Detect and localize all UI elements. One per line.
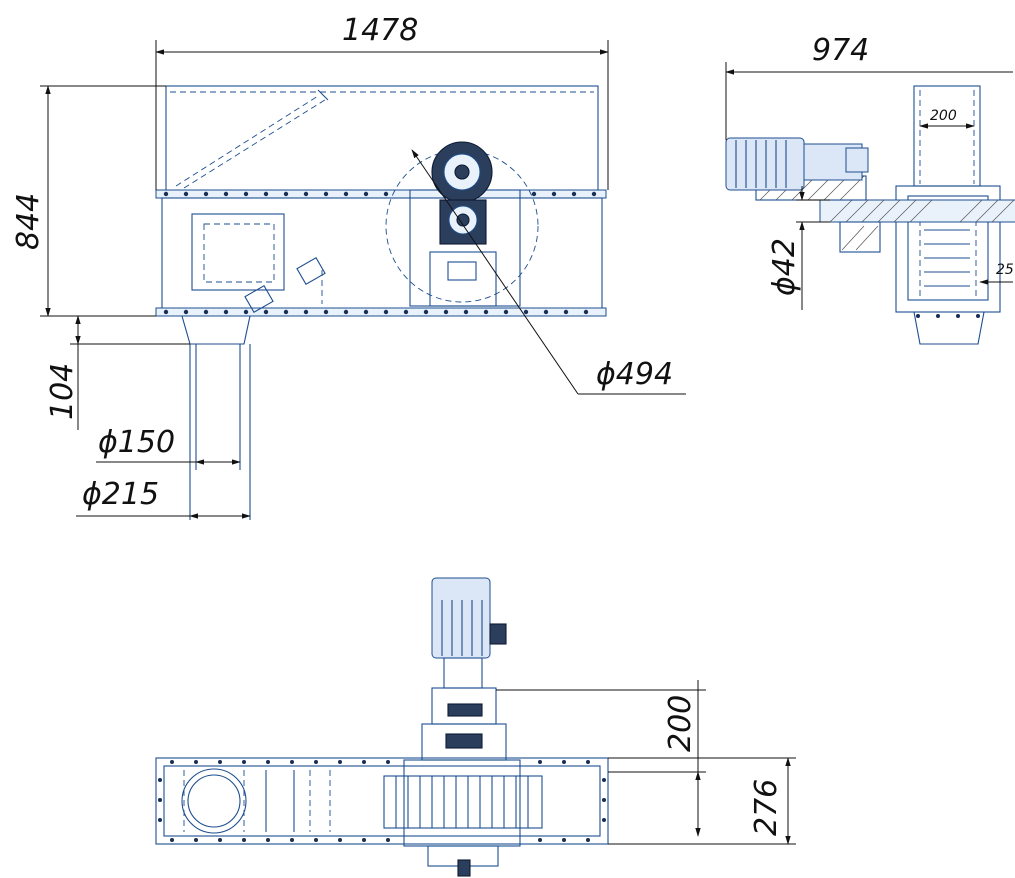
dim-width-974: 974 [812,33,869,68]
dim-diameter-215: ϕ215 [82,477,159,512]
dim-outlet-104: 104 [45,363,80,420]
dim-height-844: 844 [11,193,46,250]
flange-bolts [163,191,597,315]
front-view-dimensions: 1478 844 104 ϕ150 ϕ215 ϕ494 [11,13,686,519]
dim-rotor-494: ϕ494 [596,357,673,392]
dim-shaft-42: ϕ42 [767,238,802,296]
plan-view [155,577,609,877]
dim-partial-25: 25 [996,262,1014,278]
front-view [155,85,607,520]
plan-view-dimensions: 200 276 [496,680,796,845]
dim-diameter-150: ϕ150 [98,425,175,460]
dim-motor-200: 200 [663,695,698,752]
dim-depth-276: 276 [749,779,784,836]
dim-width-1478: 1478 [342,13,418,48]
side-view-dimensions: 974 200 ϕ42 25 [725,33,1014,310]
dim-inner-200: 200 [930,108,957,124]
side-view [725,85,1015,345]
